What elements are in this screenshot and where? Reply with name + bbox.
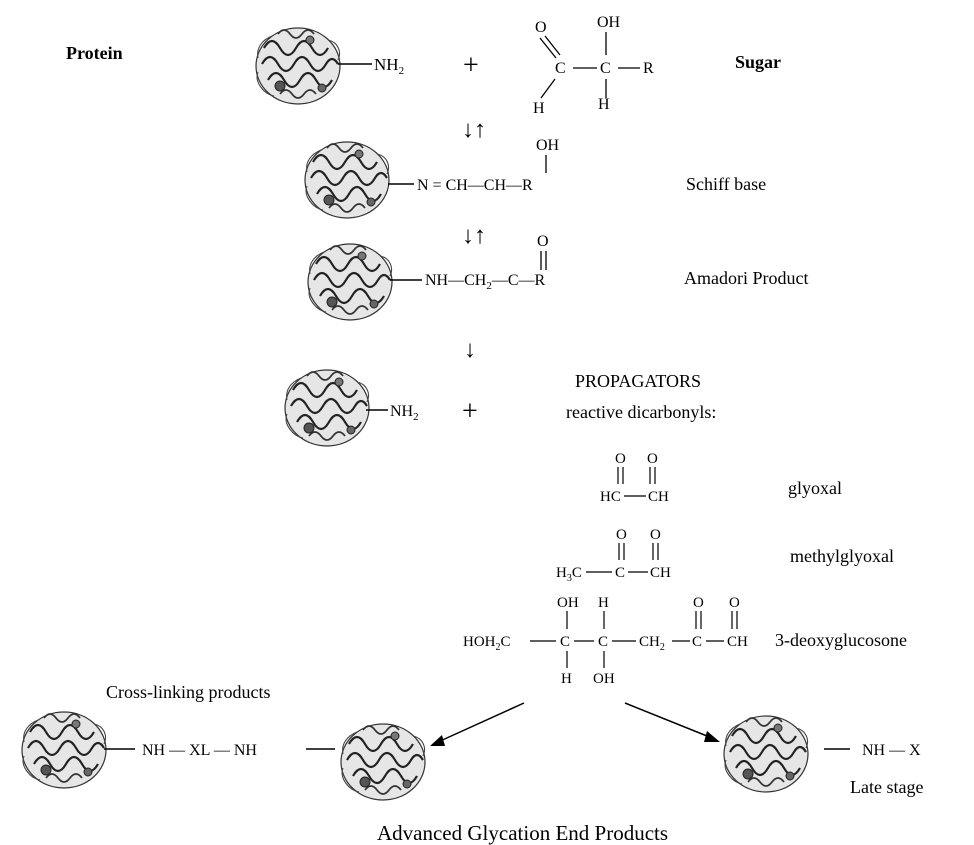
plus-sign: +	[462, 396, 478, 427]
methylglyoxal-carbon: C	[615, 565, 625, 581]
bond-line	[540, 78, 556, 99]
schiff-chain: N = CH—CH—R	[417, 177, 533, 194]
methylglyoxal-oxygen: O	[650, 527, 661, 543]
deoxy-hydrogen-top: H	[598, 595, 609, 611]
protein-structure-icon	[303, 140, 391, 220]
methylglyoxal-label: methylglyoxal	[790, 546, 894, 566]
arrow-head	[430, 735, 445, 746]
equilibrium-arrow-2: ↓↑	[462, 223, 486, 249]
carbonyl-bond	[544, 35, 561, 56]
branch-arrow-right	[624, 702, 713, 739]
glyoxal-oxygen: O	[647, 451, 658, 467]
amadori-oxygen: O	[537, 233, 549, 250]
sugar-hydroxyl: OH	[597, 14, 621, 31]
schiff-base-label: Schiff base	[686, 174, 766, 194]
crosslink-chain: NH — XL — NH	[142, 742, 257, 759]
sugar-r-group: R	[643, 60, 654, 77]
deoxy-carbon-1: C	[560, 634, 570, 650]
propagators-subtitle: reactive dicarbonyls:	[566, 402, 716, 422]
deoxy-oxygen: O	[693, 595, 704, 611]
protein-structure-icon	[20, 710, 108, 790]
late-stage-label: Late stage	[850, 777, 923, 797]
glyoxal-oxygen: O	[615, 451, 626, 467]
crosslink-label: Cross-linking products	[106, 682, 271, 702]
deoxy-ch2: CH2	[639, 634, 665, 653]
protein-structure-icon	[306, 242, 394, 322]
sugar-oxygen: O	[535, 19, 547, 36]
glyoxal-hc: HC	[600, 489, 621, 505]
deoxy-hydroxyl-bottom: OH	[593, 671, 615, 687]
deoxy-hydrogen-bottom: H	[561, 671, 572, 687]
forward-arrow: ↓	[464, 337, 476, 363]
deoxy-ch-end: CH	[727, 634, 748, 650]
sugar-hydrogen-left: H	[533, 100, 545, 117]
branch-arrow-left	[437, 702, 525, 743]
sugar-carbon-1: C	[555, 60, 566, 77]
equilibrium-arrow-1: ↓↑	[462, 117, 486, 143]
deoxy-oxygen: O	[729, 595, 740, 611]
protein-label: Protein	[66, 43, 123, 63]
methylglyoxal-ch: CH	[650, 565, 671, 581]
methylglyoxal-oxygen: O	[616, 527, 627, 543]
glyoxal-structure: O O HC CH	[600, 451, 669, 505]
sugar-hydrogen-mid: H	[598, 96, 610, 113]
age-title: Advanced Glycation End Products	[377, 821, 668, 845]
methylglyoxal-methyl: H3C	[556, 565, 582, 584]
deoxy-hydroxyl-top: OH	[557, 595, 579, 611]
protein-structure-icon	[722, 714, 810, 794]
glyoxal-label: glyoxal	[788, 478, 842, 498]
protein-structure-icon	[254, 26, 342, 106]
amadori-product-label: Amadori Product	[684, 268, 808, 288]
plus-sign: +	[463, 50, 479, 81]
sugar-label: Sugar	[735, 52, 781, 72]
amine-group: NH2	[374, 55, 404, 77]
methylglyoxal-structure: O O H3C C CH	[556, 527, 671, 584]
carbonyl-bond	[539, 37, 557, 59]
glyoxal-ch: CH	[648, 489, 669, 505]
arrow-head	[704, 731, 720, 742]
deoxyglucosone-label: 3-deoxyglucosone	[775, 630, 907, 650]
protein-structure-icon	[283, 368, 371, 448]
protein-structure-icon	[339, 722, 427, 802]
propagator-amine: NH2	[390, 403, 419, 423]
amadori-chain: NH—CH2—C—R	[425, 272, 546, 292]
schiff-hydroxyl: OH	[536, 137, 560, 154]
late-stage-chain: NH — X	[862, 742, 921, 759]
deoxy-carbon-3: C	[692, 634, 702, 650]
sugar-structure: O OH C C R H H	[533, 14, 654, 117]
propagators-title: PROPAGATORS	[575, 371, 701, 391]
deoxyglucosone-structure: OH H O O HOH2C C C CH2 C CH H OH	[463, 595, 748, 687]
deoxy-hoh2c: HOH2C	[463, 634, 511, 653]
deoxy-carbon-2: C	[598, 634, 608, 650]
sugar-carbon-2: C	[600, 60, 611, 77]
